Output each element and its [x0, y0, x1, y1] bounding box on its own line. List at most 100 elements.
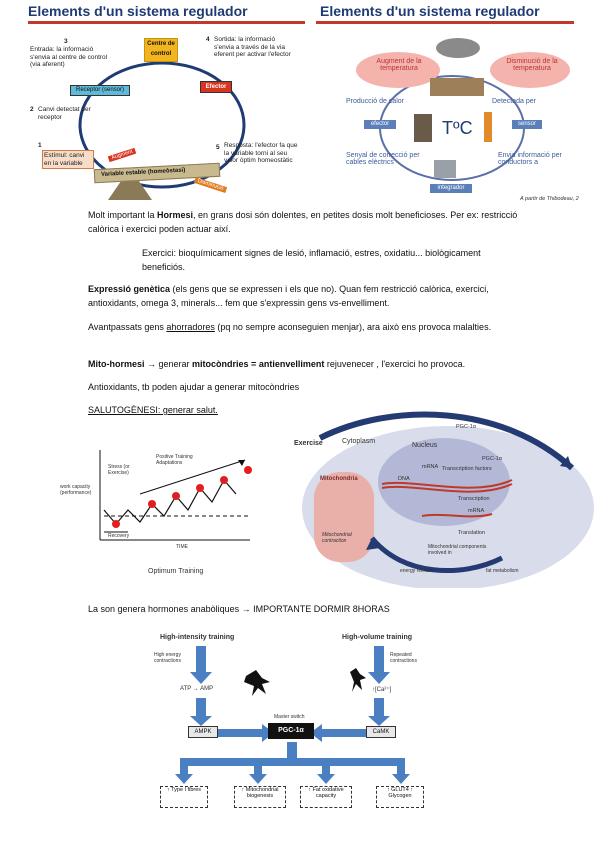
cytoplasm-label: Cytoplasm — [342, 438, 376, 445]
mrna-label: mRNA — [468, 508, 485, 514]
pgc1-label: PGC-1α — [456, 424, 476, 430]
pgc-box: PGC-1α — [268, 723, 314, 739]
step-2-number: 2 — [30, 106, 34, 113]
ca-label: ↑[Ca²⁺] — [372, 687, 392, 693]
contraction-label: Mitochondrial contraction — [322, 532, 352, 544]
p5-mito: Mito-hormesi — [88, 359, 145, 369]
envia-label: Envia informació per conductors a — [498, 152, 562, 166]
homeostasis-diagram: Centre de control Receptor (sensor) Efec… — [30, 30, 310, 205]
chart-caption: Optimum Training — [148, 568, 204, 575]
chart-xlabel: TIME — [176, 544, 188, 550]
cell-diagram: Exercise Cytoplasm Nucleus Mitochondria … — [272, 408, 594, 588]
hec-label: High energy contractions — [154, 652, 181, 664]
outcome-glut4: ↑ GLUT4 ↑ Glycogen — [376, 786, 424, 808]
resposta-text: Resposta: l'efector fa que la variable t… — [224, 142, 298, 164]
chart-recovery: Recovery — [108, 533, 130, 539]
peak-marker — [196, 484, 204, 492]
transcription-label: Transcription — [458, 496, 490, 502]
paragraph-salutogenesi: SALUTOGÈNESI: generar salut. — [88, 403, 528, 417]
paragraph-exercici: Exercici: bioquímicament signes de lesió… — [142, 248, 481, 272]
training-chart: work capacity (performance) TIME Positiv… — [60, 440, 260, 580]
header-right: Elements d'un sistema regulador — [320, 3, 540, 19]
toc-label: TºC — [442, 118, 473, 138]
entrada-text: Entrada: la informació s'envia al centre… — [30, 46, 108, 68]
header-left: Elements d'un sistema regulador — [28, 3, 248, 19]
header-left-underline — [28, 21, 305, 24]
homeostasis-cycle-svg — [78, 61, 246, 200]
estimul-text: Estímul: canvi en la variable — [42, 150, 94, 169]
cell-diagram-svg — [302, 411, 594, 588]
nucleus-label: Nucleus — [412, 442, 438, 449]
control-center-box: Centre de control — [144, 38, 178, 62]
peak-marker — [112, 520, 120, 528]
outcome-fat-oxidation: ↑ Fat oxidative capacity — [300, 786, 352, 808]
outcome-biogenesis: ↑ Mitochondrial biogenesis — [234, 786, 286, 808]
rep-label: Repeated contractions — [390, 652, 417, 664]
atp-label: ATP → AMP — [180, 686, 214, 692]
canvi-text: Canvi detectat per receptor — [38, 106, 91, 121]
hi-training-title: High-intensity training — [160, 634, 235, 641]
p4-ahorradores: ahorradores — [166, 322, 215, 332]
p5-d: rejuvenecer , l'exercici ho provoca. — [324, 359, 466, 369]
efector-box: Efector — [200, 81, 232, 93]
disminucio-temp: Disminució de la temperatura — [506, 58, 558, 72]
header-right-underline — [316, 21, 574, 24]
p5-b: → generar — [144, 359, 193, 369]
p1-a: Molt important la — [88, 210, 158, 220]
p3-b: (els gens que se expressen i els que no)… — [88, 284, 489, 308]
pgc-diagram: High-intensity training High-volume trai… — [150, 628, 450, 834]
p5-mitocondries: mitocòndries = antienvelliment — [192, 359, 325, 369]
paragraph-expressio: Expressió genètica (els gens que se expr… — [88, 282, 528, 310]
thermoregulation-diagram: Augment de la temperatura Disminució de … — [330, 28, 590, 208]
step-5-number: 5 — [216, 144, 220, 151]
fat-label: fat metabolism — [486, 568, 519, 574]
augment-temp: Augment de la temperatura — [376, 58, 422, 72]
paragraph-mito: Mito-hormesi → generar mitocòndries = an… — [88, 357, 528, 371]
translation-label: Translation — [458, 530, 486, 536]
produccio-label: Producció de calor — [346, 98, 404, 105]
paragraph-avantpassats: Avantpassats gens ahorradores (pq no sem… — [88, 320, 528, 334]
camk-box: CaMK — [366, 726, 396, 738]
step-3-number: 3 — [64, 38, 68, 45]
peak-marker — [172, 492, 180, 500]
p4-c: (pq no sempre aconseguien menjar), ara a… — [214, 322, 492, 332]
integrador-node: integrador — [430, 184, 472, 193]
master-switch-label: Master switch — [274, 714, 305, 720]
paragraph-son: La son genera hormones anabòliques → IMP… — [88, 604, 390, 614]
p4-a: Avantpassats gens — [88, 322, 167, 332]
step-1-number: 1 — [38, 142, 42, 149]
efector-node: efector — [364, 120, 396, 129]
chart-stress: Stress (or Exercise) — [108, 464, 130, 476]
training-chart-svg — [99, 450, 252, 541]
components-label: Mitochondrial components involved in — [428, 544, 487, 556]
thermo-cycle-svg — [356, 38, 570, 181]
receptor-box: Receptor (sensor) — [70, 85, 130, 96]
tf-label: Transcription factors — [442, 466, 492, 472]
p1-hormesi: Hormesi — [157, 210, 194, 220]
sortida-text: Sortida: la informació s'envia a través … — [214, 36, 291, 58]
p1-c: , en grans dosi són dolentes, en petites… — [88, 210, 518, 234]
mrna-top-label: mRNA — [422, 464, 439, 470]
exercise-label: Exercise — [294, 440, 323, 447]
senyal-label: Senyal de correcció per cables elèctrics — [346, 152, 420, 166]
p3-expressio: Expressió genètica — [88, 284, 171, 294]
dna-label: DNA — [398, 476, 410, 482]
peak-marker — [244, 466, 252, 474]
energy-label: energy release — [400, 568, 434, 574]
detectada-label: Detectada per — [492, 98, 536, 105]
p7-salutogenesi: SALUTOGÈNESI: generar salut. — [88, 405, 218, 415]
chart-ylabel: work capacity (performance) — [60, 484, 92, 496]
variable-label: Variable estable (homeòstasi) — [100, 167, 186, 178]
sensor-node: sensor — [512, 120, 542, 129]
peak-marker — [220, 476, 228, 484]
ampk-box: AMPK — [188, 726, 218, 738]
pgc-diagram-svg — [175, 646, 410, 784]
pgc2-label: PGC-1α — [482, 456, 502, 462]
paragraph-hormesi: Molt important la Hormesi, en grans dosi… — [88, 208, 528, 236]
mitochondria-label: Mitochondria — [320, 476, 358, 482]
credit-label: A partir de Thibodeau, 2 — [520, 196, 579, 202]
chart-positive: Positive Training Adaptations — [156, 454, 193, 466]
step-4-number: 4 — [206, 36, 210, 43]
hv-training-title: High-volume training — [342, 634, 412, 641]
peak-marker — [148, 500, 156, 508]
